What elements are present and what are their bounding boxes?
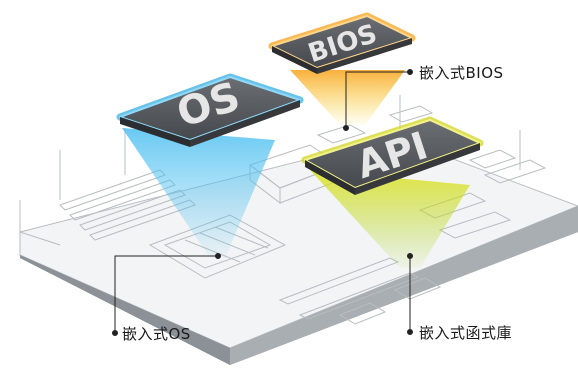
api-tile: API bbox=[301, 116, 484, 195]
library-callout-line bbox=[407, 253, 413, 335]
os-light-beam bbox=[122, 128, 275, 258]
bios-callout-label: 嵌入式BIOS bbox=[419, 64, 504, 82]
api-light-beam bbox=[310, 170, 470, 268]
os-callout-label: 嵌入式OS bbox=[122, 325, 191, 343]
os-tile: OS bbox=[116, 73, 304, 147]
library-callout-label: 嵌入式函式庫 bbox=[419, 324, 513, 342]
bios-light-beam bbox=[290, 70, 405, 125]
bios-callout-line bbox=[343, 69, 413, 131]
os-callout-line bbox=[112, 253, 221, 336]
bios-tile: BIOS bbox=[268, 12, 416, 74]
